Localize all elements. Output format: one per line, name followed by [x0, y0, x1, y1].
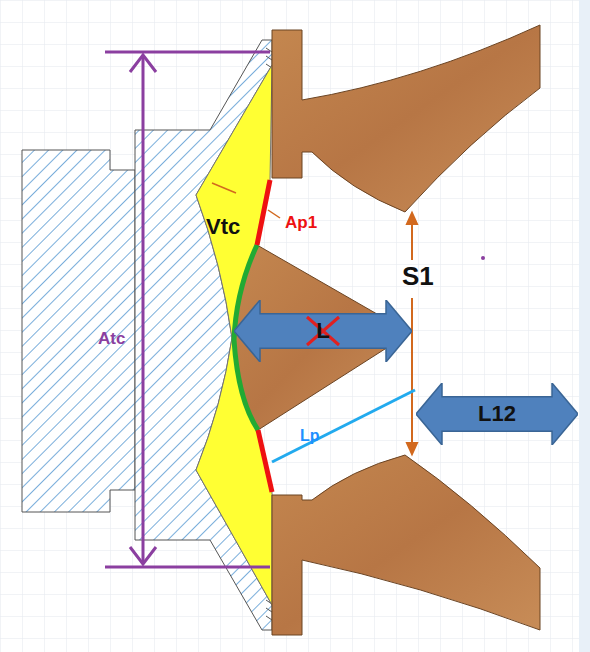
slot-area-upper — [257, 180, 270, 245]
area-label: Atc — [98, 330, 125, 347]
arrow-text: L — [316, 318, 329, 344]
magnet — [22, 150, 135, 512]
atc-dimension — [105, 52, 270, 567]
slot-area-lower — [258, 430, 272, 492]
dot — [481, 256, 485, 260]
pointer — [212, 183, 236, 193]
length-label: Lp — [300, 428, 320, 444]
side-strip — [579, 0, 590, 652]
arrow-text: L12 — [478, 401, 516, 427]
double-arrow: L — [234, 300, 412, 362]
horn-upper — [272, 25, 540, 212]
throat-area-label: S1 — [402, 263, 434, 289]
double-arrow: L12 — [416, 383, 578, 445]
area-label: Ap1 — [285, 214, 317, 231]
horn-lower — [272, 455, 540, 635]
volume-label: Vtc — [206, 216, 240, 238]
path-length-line — [272, 390, 415, 462]
cross-mark — [307, 317, 339, 345]
pointer — [268, 210, 280, 218]
